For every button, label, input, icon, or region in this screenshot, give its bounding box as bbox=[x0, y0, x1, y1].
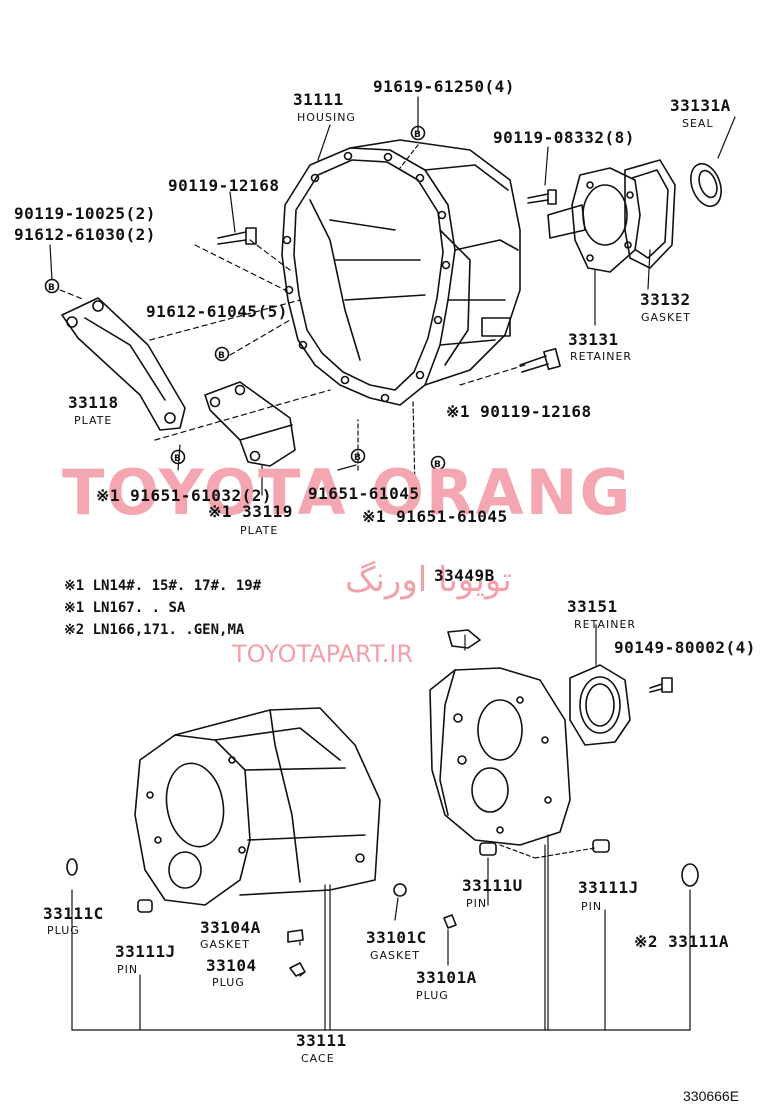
plug-33111c-drawing bbox=[66, 858, 78, 876]
part-number-33151: 33151 bbox=[567, 597, 618, 616]
retainer-33131-drawing bbox=[547, 167, 641, 273]
part-number-90119-12168-top: 90119-12168 bbox=[168, 176, 280, 195]
bolt-marker-icon: B bbox=[214, 346, 230, 362]
part-name-33119: PLATE bbox=[240, 524, 279, 537]
bolt-marker-icon: B bbox=[430, 455, 446, 471]
gasket-33101c-drawing bbox=[393, 883, 407, 897]
plate-33118-drawing bbox=[61, 297, 186, 431]
part-number-91619: 91619-61250(4) bbox=[373, 77, 515, 96]
seal-33131a-drawing bbox=[690, 162, 722, 208]
pin-drawing bbox=[137, 899, 153, 913]
part-number-33101a: 33101A bbox=[416, 968, 477, 987]
pin-drawing bbox=[479, 842, 497, 856]
part-name-33101c: GASKET bbox=[370, 949, 420, 962]
seal-33111a-drawing bbox=[681, 863, 699, 887]
leader-lines-top bbox=[49, 96, 736, 496]
watermark-farsi: تویوتا اورنگ bbox=[345, 560, 512, 600]
part-name-33118: PLATE bbox=[74, 414, 113, 427]
part-number-33111: 33111 bbox=[296, 1031, 347, 1050]
part-number-33104a: 33104A bbox=[200, 918, 261, 937]
part-name-33111j-left: PIN bbox=[117, 963, 139, 976]
part-name-33111c: PLUG bbox=[47, 924, 80, 937]
gasket-33132-drawing bbox=[624, 159, 676, 269]
part-number-33111c: 33111C bbox=[43, 904, 104, 923]
bolt-drawing bbox=[519, 347, 561, 373]
bolt-marker-icon: B bbox=[410, 125, 426, 141]
part-number-33131: 33131 bbox=[568, 330, 619, 349]
part-number-90119-12168-mid: ※1 90119-12168 bbox=[446, 402, 592, 421]
part-number-33131a: 33131A bbox=[670, 96, 731, 115]
clutch-housing-drawing bbox=[281, 139, 521, 406]
part-number-33111j-right: 33111J bbox=[578, 878, 639, 897]
bolt-marker-icon: B bbox=[350, 448, 366, 464]
part-name-33104: PLUG bbox=[212, 976, 245, 989]
leader-lines-bottom bbox=[71, 624, 691, 1031]
part-number-90119-08332: 90119-08332(8) bbox=[493, 128, 635, 147]
watermark-main: TOYOTA ORANG bbox=[62, 456, 633, 529]
note-line-3: ※2 LN166,171. .GEN,MA bbox=[64, 622, 245, 638]
pin-drawing bbox=[592, 839, 610, 853]
bolt-marker-icon: B bbox=[44, 278, 60, 294]
svg-text:B: B bbox=[414, 130, 421, 140]
transmission-case-drawing bbox=[134, 707, 381, 906]
svg-text:B: B bbox=[354, 453, 361, 463]
part-number-31111: 31111 bbox=[293, 90, 344, 109]
part-number-33111a: ※2 33111A bbox=[634, 932, 729, 951]
part-name-33101a: PLUG bbox=[416, 989, 449, 1002]
svg-text:B: B bbox=[48, 283, 55, 293]
bolt-marker-icon: B bbox=[170, 449, 186, 465]
part-number-33119: ※1 33119 bbox=[208, 502, 293, 521]
bolt-drawing bbox=[649, 677, 673, 693]
part-name-33132: GASKET bbox=[641, 311, 691, 324]
part-name-33151: RETAINER bbox=[574, 618, 637, 631]
part-number-91612-61045: 91612-61045(5) bbox=[146, 302, 288, 321]
gasket-33104a-drawing bbox=[287, 929, 304, 943]
part-number-91612-61030: 91612-61030(2) bbox=[14, 225, 156, 244]
circled-b-markers: B B B B B B bbox=[44, 125, 446, 471]
extension-housing-drawing bbox=[429, 629, 571, 846]
part-number-91651-61032: ※1 91651-61032(2) bbox=[96, 486, 273, 505]
part-number-33104: 33104 bbox=[206, 956, 257, 975]
svg-text:B: B bbox=[174, 454, 181, 464]
part-number-33132: 33132 bbox=[640, 290, 691, 309]
part-number-90119-10025: 90119-10025(2) bbox=[14, 204, 156, 223]
part-number-90149: 90149-80002(4) bbox=[614, 638, 756, 657]
part-name-33111u: PIN bbox=[466, 897, 488, 910]
watermark-url: TOYOTAPART.IR bbox=[232, 640, 414, 668]
part-name-33111: CACE bbox=[301, 1052, 335, 1065]
part-name-31111: HOUSING bbox=[297, 111, 356, 124]
part-number-33101c: 33101C bbox=[366, 928, 427, 947]
svg-text:B: B bbox=[434, 460, 441, 470]
part-number-33111j-left: 33111J bbox=[115, 942, 176, 961]
part-name-33131a: SEAL bbox=[682, 117, 714, 130]
part-number-91651-61045-b: ※1 91651-61045 bbox=[362, 507, 508, 526]
retainer-33151-drawing bbox=[569, 664, 631, 746]
plug-33101a-drawing bbox=[443, 914, 457, 929]
part-name-33104a: GASKET bbox=[200, 938, 250, 951]
bolt-drawing bbox=[217, 227, 257, 245]
note-line-1: ※1 LN14#. 15#. 17#. 19# bbox=[64, 578, 262, 594]
part-name-33131: RETAINER bbox=[570, 350, 633, 363]
part-number-33111u: 33111U bbox=[462, 876, 523, 895]
plate-33119-drawing bbox=[204, 381, 296, 467]
figure-code: 330666E bbox=[683, 1088, 740, 1104]
part-number-33449b: 33449B bbox=[434, 566, 495, 585]
part-number-33118: 33118 bbox=[68, 393, 119, 412]
note-line-2: ※1 LN167. . SA bbox=[64, 600, 186, 616]
part-number-91651-61045-a: 91651-61045 bbox=[308, 484, 420, 503]
part-name-33111j-right: PIN bbox=[581, 900, 603, 913]
svg-text:B: B bbox=[218, 351, 225, 361]
bolt-drawing bbox=[527, 189, 557, 205]
